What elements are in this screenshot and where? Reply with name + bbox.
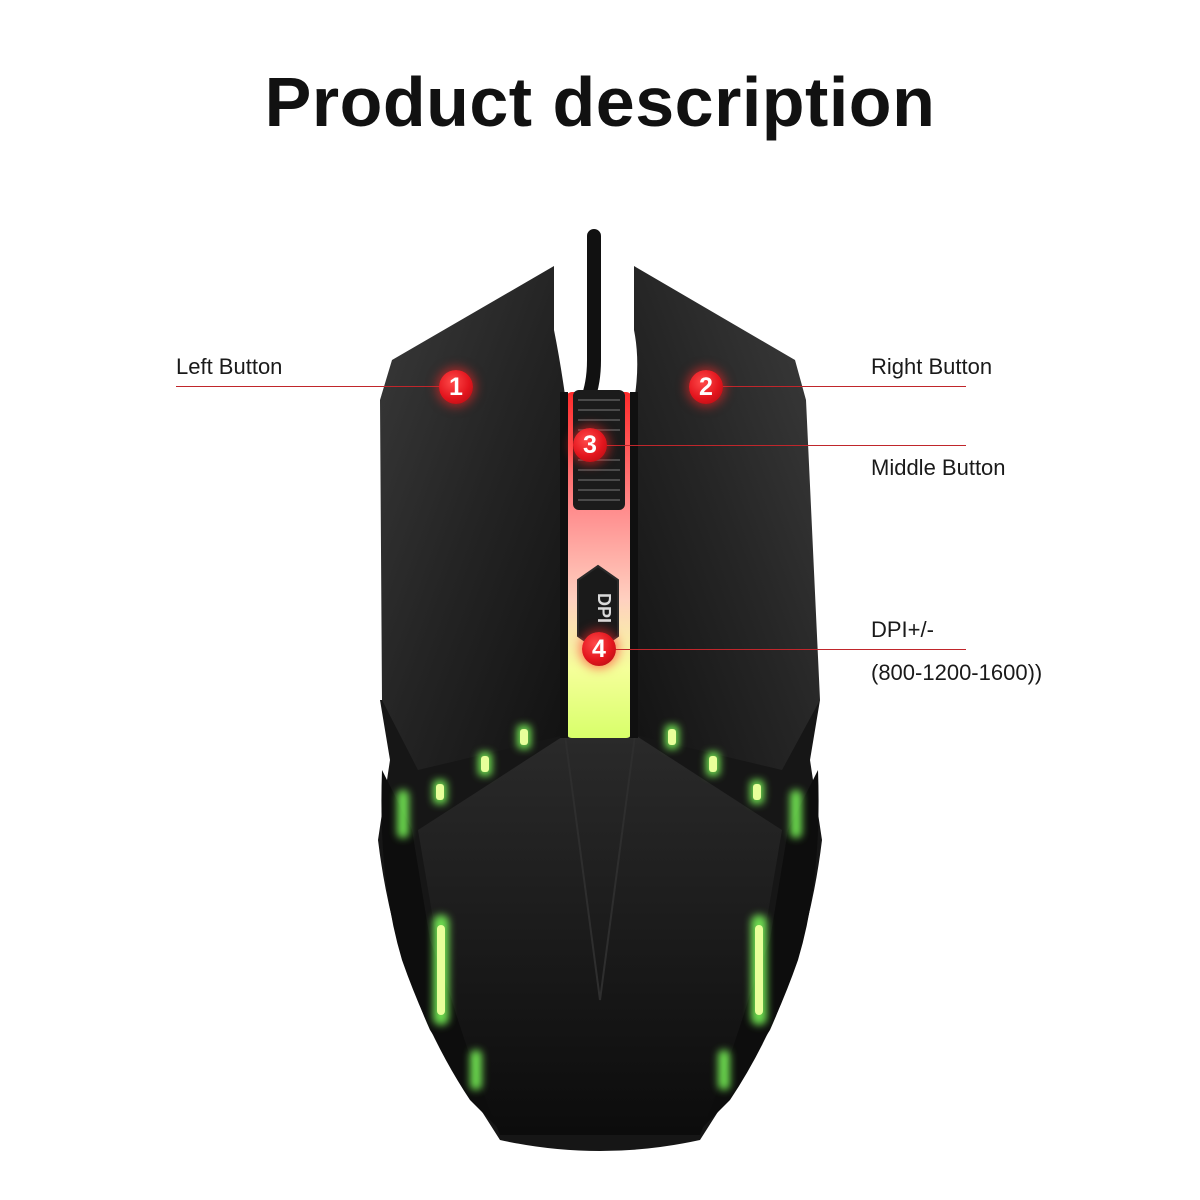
dpi-engraving: DPI [594, 593, 614, 623]
dpi-range-label: (800-1200-1600)) [871, 660, 1043, 685]
right-button-badge: 2 [689, 370, 723, 404]
left-button-badge: 1 [439, 370, 473, 404]
page-title: Product description [264, 63, 936, 141]
dpi-badge: 4 [582, 632, 616, 666]
left-button-shell [380, 266, 565, 770]
right-button-shell [634, 266, 820, 770]
right-button-leader-line [706, 386, 966, 387]
middle-button-label: Middle Button [871, 455, 1006, 480]
right-side-grip [700, 770, 819, 1130]
left-button-label: Left Button [176, 354, 283, 379]
middle-button-leader-line [590, 445, 966, 446]
dpi-leader-line [598, 649, 966, 650]
middle-button-badge: 3 [573, 428, 607, 462]
left-button-leader-line [176, 386, 456, 387]
dpi-label: DPI+/- [871, 617, 934, 642]
center-plate [418, 735, 782, 1135]
left-side-grip [381, 770, 500, 1130]
right-button-label: Right Button [871, 354, 993, 379]
cable [583, 229, 601, 399]
dpi-button: DPI [577, 564, 619, 652]
